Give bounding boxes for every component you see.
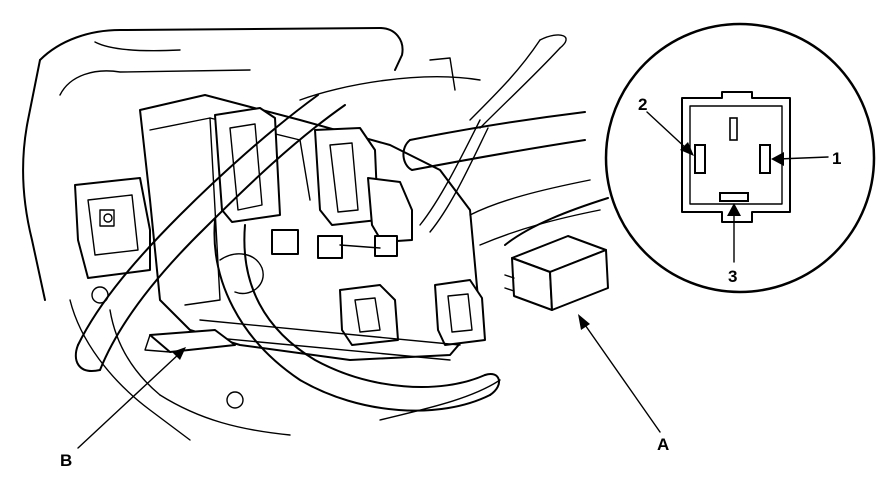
terminal-center: [729, 117, 738, 141]
pin-2-label: 2: [638, 95, 647, 114]
connector-detail-view: [604, 22, 876, 294]
leader-lines: [77, 111, 829, 449]
relay-a-label: A: [657, 435, 669, 454]
terminal-1: [759, 144, 771, 174]
pin-1-label: 1: [832, 149, 841, 168]
relay-component: [504, 235, 609, 311]
engine-bay-illustration: [22, 27, 601, 441]
bracket-b-label: B: [60, 451, 72, 470]
terminal-2: [694, 144, 706, 174]
pin-3-label: 3: [728, 267, 737, 286]
terminal-3: [719, 192, 749, 202]
magnifier-connector-line: [504, 197, 609, 246]
